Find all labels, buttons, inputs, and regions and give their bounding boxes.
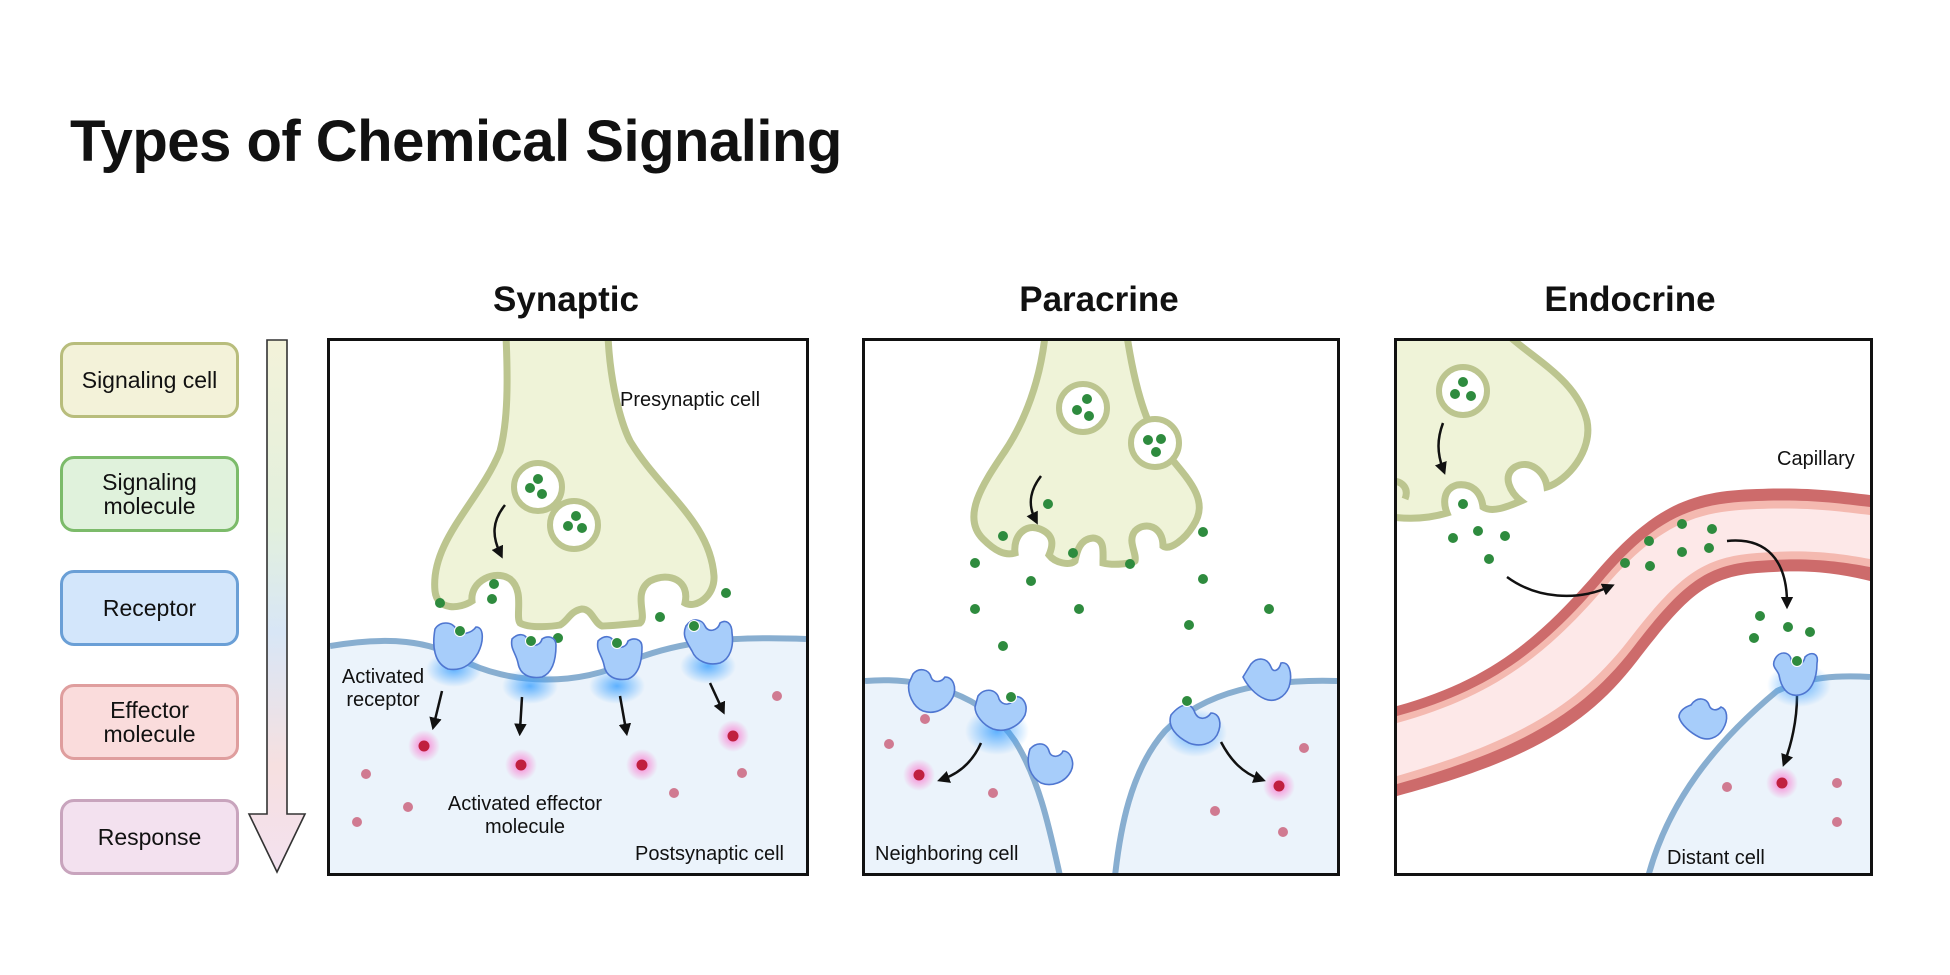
legend-signaling-molecule: Signaling molecule bbox=[60, 456, 239, 532]
vesicle bbox=[547, 498, 601, 552]
panel-endocrine: Capillary Distant cell bbox=[1394, 338, 1873, 876]
activated-effectors bbox=[408, 720, 749, 781]
panel-title-endocrine: Endocrine bbox=[1544, 280, 1716, 319]
distant-cell-membrane bbox=[1646, 673, 1870, 873]
signaling-cell bbox=[1397, 341, 1592, 522]
presynaptic-cell bbox=[431, 341, 718, 631]
label-presynaptic-cell: Presynaptic cell bbox=[620, 389, 761, 411]
label-distant-cell: Distant cell bbox=[1667, 847, 1765, 869]
inactive-effectors bbox=[884, 714, 1309, 837]
inactive-effectors bbox=[352, 691, 782, 827]
vesicle bbox=[1128, 416, 1182, 470]
signaling-molecules bbox=[970, 394, 1274, 651]
response-arrow-icon bbox=[937, 742, 983, 783]
vesicle bbox=[1056, 381, 1110, 435]
receptors bbox=[1678, 652, 1819, 740]
exocytosis-arrow-icon bbox=[491, 504, 506, 559]
panel-paracrine: Neighboring cell bbox=[862, 338, 1340, 876]
legend-label: Signaling molecule bbox=[102, 469, 197, 519]
receptors bbox=[907, 658, 1292, 786]
panel-title-paracrine: Paracrine bbox=[1019, 280, 1179, 319]
activated-effector bbox=[1273, 780, 1285, 792]
signaling-molecules bbox=[435, 474, 731, 643]
vesicle bbox=[511, 460, 565, 514]
legend-receptor: Receptor bbox=[60, 570, 239, 646]
legend-label: Receptor bbox=[102, 595, 197, 621]
inactive-effectors bbox=[1722, 778, 1842, 827]
response-arrow-icon bbox=[1219, 741, 1266, 783]
legend-label: Response bbox=[97, 824, 202, 850]
label-postsynaptic-cell: Postsynaptic cell bbox=[635, 843, 784, 865]
exocytosis-arrow-icon bbox=[1434, 422, 1447, 475]
signaling-molecules bbox=[1448, 377, 1815, 643]
vesicle bbox=[1436, 364, 1490, 418]
flow-arrow-icon bbox=[247, 339, 307, 874]
activated-effector bbox=[1776, 777, 1788, 789]
postsynaptic-cell bbox=[330, 638, 806, 873]
page-title: Types of Chemical Signaling bbox=[70, 109, 842, 174]
label-activated-receptor: Activated receptor bbox=[341, 666, 425, 711]
legend-effector-molecule: Effector molecule bbox=[60, 684, 239, 760]
activated-effector bbox=[913, 769, 925, 781]
panel-synaptic: Presynaptic cell Activated receptor Acti… bbox=[327, 338, 809, 876]
exocytosis-arrow-icon bbox=[1026, 475, 1042, 525]
legend-label: Effector molecule bbox=[103, 697, 196, 747]
capillary-lumen bbox=[1397, 508, 1870, 776]
panel-title-synaptic: Synaptic bbox=[493, 280, 639, 319]
label-activated-effector: Activated effector molecule bbox=[447, 793, 603, 838]
activated-receptors bbox=[426, 619, 736, 704]
legend-label: Signaling cell bbox=[81, 367, 218, 393]
bloodstream-arrow-icon bbox=[1506, 575, 1615, 598]
legend-response: Response bbox=[60, 799, 239, 875]
label-neighboring-cell: Neighboring cell bbox=[875, 843, 1019, 865]
label-capillary: Capillary bbox=[1777, 448, 1855, 470]
diffusion-arrow-icon bbox=[1726, 539, 1794, 610]
legend-signaling-cell: Signaling cell bbox=[60, 342, 239, 418]
